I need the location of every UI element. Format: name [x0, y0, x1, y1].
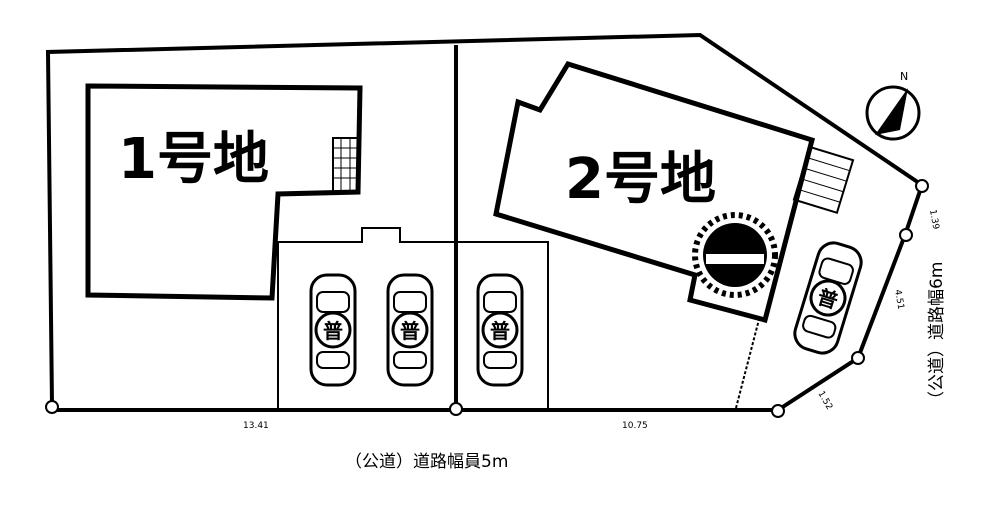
north-arrow-icon: N [865, 70, 921, 141]
boundary-markers [45, 179, 929, 418]
lot1-house [85, 83, 363, 301]
car-icon: 普 [793, 241, 863, 355]
car-icon: 普 [476, 273, 524, 387]
parking-mark: 普 [490, 319, 510, 343]
parking-mark: 普 [323, 319, 343, 343]
dim-south-lot1: 13.41 [243, 421, 269, 431]
dim-south-lot2: 10.75 [622, 421, 648, 431]
parking-area-outline [277, 227, 549, 408]
east-road-label: （公道）道路幅6m [927, 262, 947, 408]
car-icon: 普 [386, 273, 434, 387]
dim-east-2: 4.51 [892, 289, 905, 310]
parking-mark: 普 [400, 319, 420, 343]
south-road-label: （公道）道路幅員5m [345, 452, 508, 472]
dim-east-1: 1.39 [927, 209, 940, 231]
car-icon: 普 [309, 273, 357, 387]
lot1-label: 1号地 [118, 127, 269, 192]
lot2-stairs [792, 145, 855, 215]
dim-east-3: 1.52 [815, 390, 834, 412]
lot1-stairs [332, 137, 359, 194]
site-boundary [45, 32, 925, 412]
sun-icon [692, 212, 778, 298]
cars: 普 普 普 普 [309, 241, 863, 387]
north-label: N [900, 70, 908, 83]
lot2-label: 2号地 [565, 147, 716, 212]
